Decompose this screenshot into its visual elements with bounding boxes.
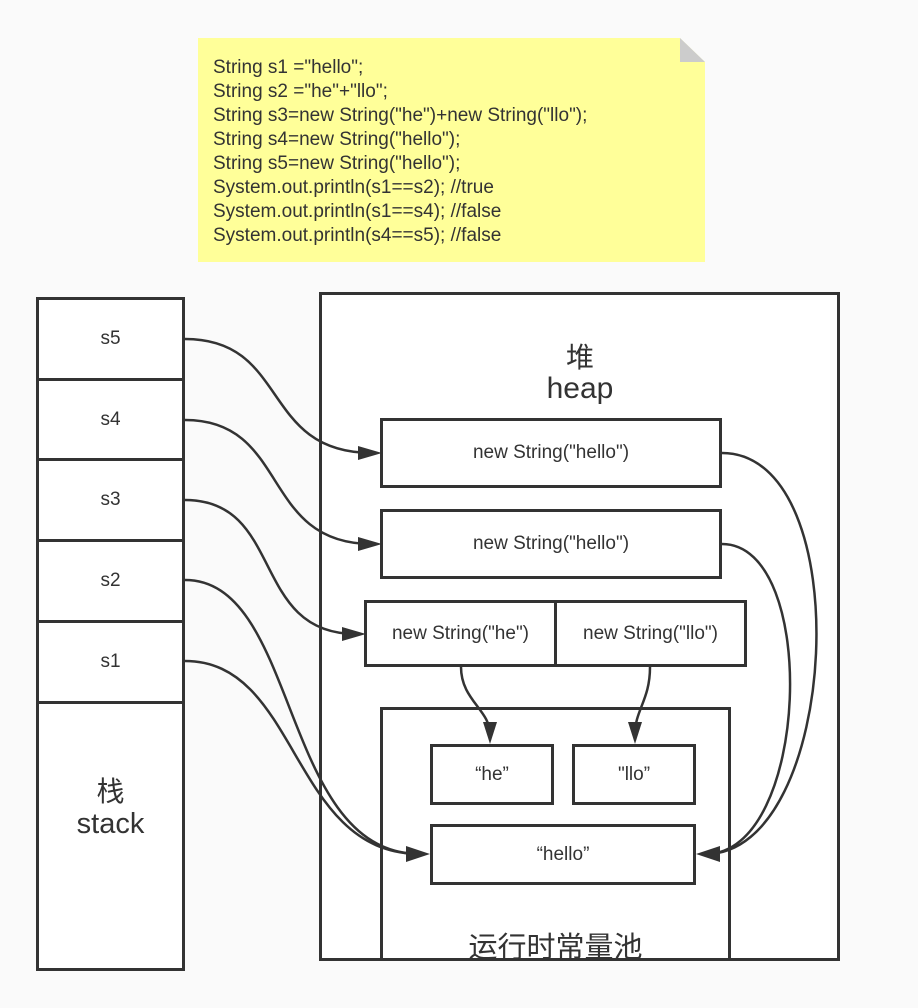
constant-pool-title: 运行时常量池 xyxy=(468,930,643,964)
pool-literal-he: “he” xyxy=(430,744,554,805)
constant-pool-container xyxy=(380,707,731,961)
arrow-s1-to-pool xyxy=(184,659,421,856)
pool-literal-hello: “hello” xyxy=(430,824,696,885)
code-line: String s5=new String("hello"); xyxy=(213,153,461,174)
arrow-s5-to-heap xyxy=(184,337,373,455)
arrow-s4-to-heap xyxy=(184,418,373,546)
stack-cell-s3: s3 xyxy=(36,458,185,542)
arrow-heap-hello1-to-pool xyxy=(705,451,818,856)
heap-title-cn: 堆 xyxy=(565,341,594,374)
heap-object-hello-1: new String("hello") xyxy=(380,418,722,488)
pool-literal-llo: "llo” xyxy=(572,744,696,805)
code-line: System.out.println(s4==s5); //false xyxy=(213,225,502,246)
heap-object-he: new String("he") xyxy=(364,600,557,667)
heap-title-en: heap xyxy=(546,372,614,405)
stack-cell-s5: s5 xyxy=(36,297,185,381)
code-line: System.out.println(s1==s2); //true xyxy=(213,177,494,198)
stack-title-en: stack xyxy=(76,808,145,840)
code-line: String s4=new String("hello"); xyxy=(213,129,461,150)
code-listing: String s1 ="hello"; String s2 ="he"+"llo… xyxy=(213,56,587,248)
arrow-s2-to-pool xyxy=(184,578,421,856)
heap-object-llo: new String("llo") xyxy=(554,600,747,667)
code-note xyxy=(198,38,705,262)
code-line: String s1 ="hello"; xyxy=(213,57,364,78)
stack-cell-s1: s1 xyxy=(36,620,185,704)
stack-title-cn: 栈 xyxy=(96,775,125,808)
code-line: String s2 ="he"+"llo"; xyxy=(213,81,388,102)
arrow-heap-hello2-to-pool xyxy=(705,542,792,856)
arrow-s3-to-heap xyxy=(184,498,357,636)
code-line: System.out.println(s1==s4); //false xyxy=(213,201,502,222)
code-line: String s3=new String("he")+new String("l… xyxy=(213,105,588,126)
heap-object-hello-2: new String("hello") xyxy=(380,509,722,579)
